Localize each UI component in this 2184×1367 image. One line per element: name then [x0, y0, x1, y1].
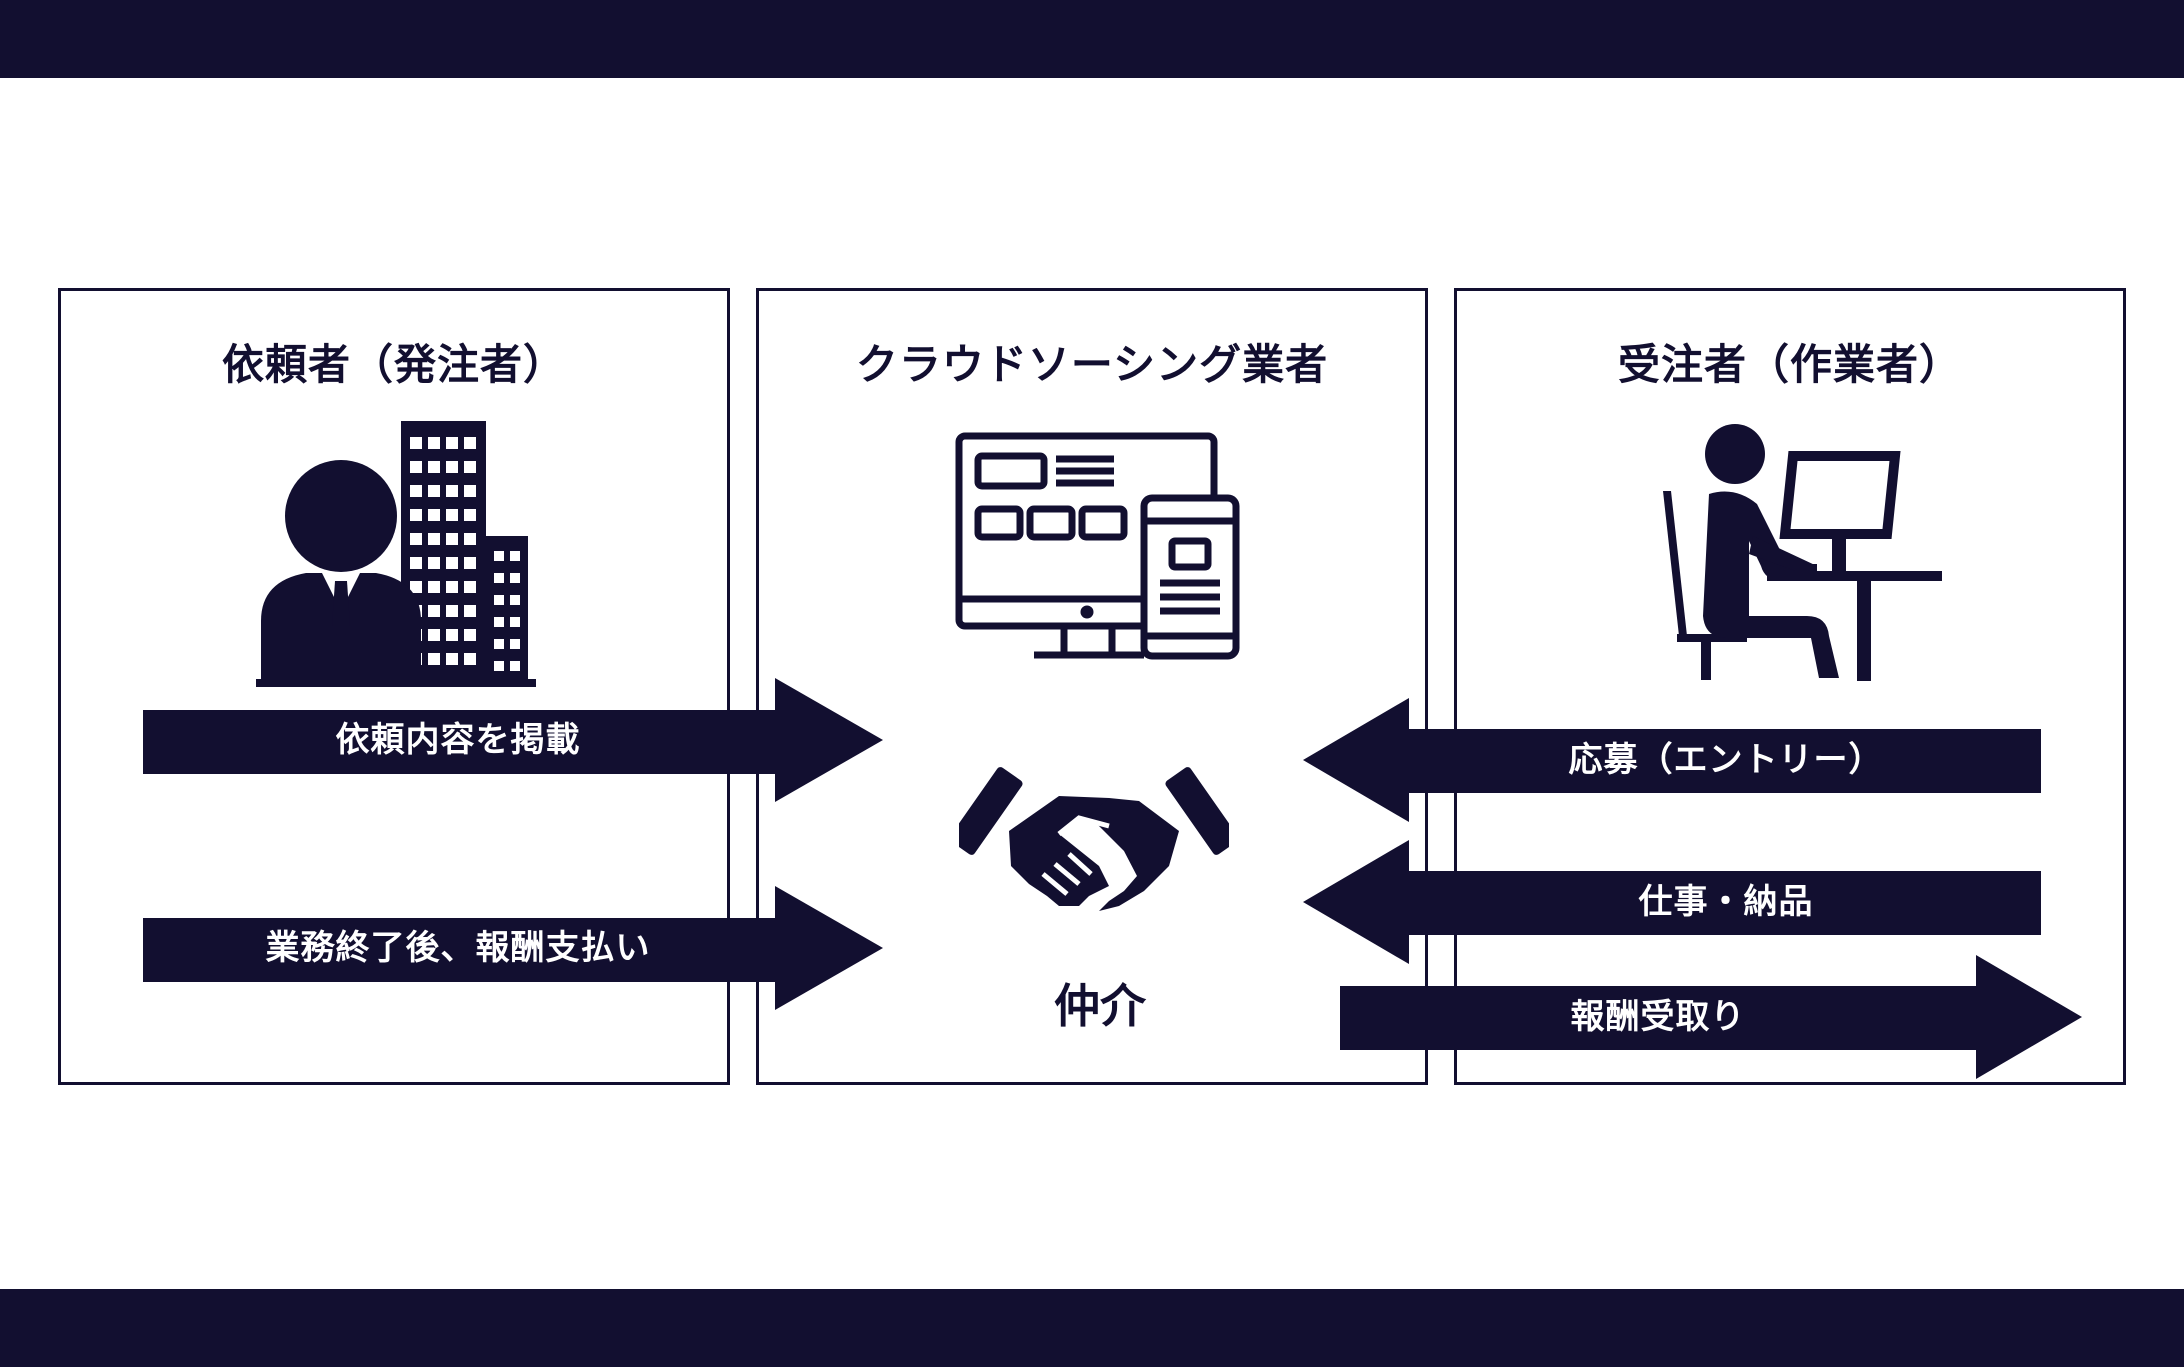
work-delivery-label: 仕事・納品 — [1638, 882, 1814, 922]
mediation-label: 仲介 — [1054, 979, 1146, 1033]
handshake-icon — [959, 756, 1229, 936]
worker-panel-title: 受注者（作業者） — [1617, 340, 1962, 389]
computer-devices-icon — [954, 431, 1244, 661]
bottom-band — [0, 1289, 2184, 1367]
worker-panel: 受注者（作業者） — [1454, 288, 2126, 1085]
platform-panel-title: クラウドソーシング業者 — [855, 340, 1329, 389]
work-delivery-arrow: 仕事・納品 — [1303, 840, 2041, 964]
person-at-desk-icon — [1657, 416, 1947, 686]
client-panel-title: 依頼者（発注者） — [221, 340, 566, 389]
receive-reward-label: 報酬受取り — [1570, 997, 1746, 1037]
post-request-label: 依頼内容を掲載 — [335, 720, 581, 760]
receive-reward-arrow: 報酬受取り — [1340, 955, 2082, 1079]
pay-reward-arrow: 業務終了後、報酬支払い — [143, 886, 883, 1010]
apply-entry-arrow: 応募（エントリー） — [1303, 698, 2041, 822]
pay-reward-label: 業務終了後、報酬支払い — [265, 928, 651, 968]
businessman-building-icon — [256, 421, 546, 691]
top-band — [0, 0, 2184, 78]
apply-entry-label: 応募（エントリー） — [1568, 740, 1884, 780]
post-request-arrow: 依頼内容を掲載 — [143, 678, 883, 802]
